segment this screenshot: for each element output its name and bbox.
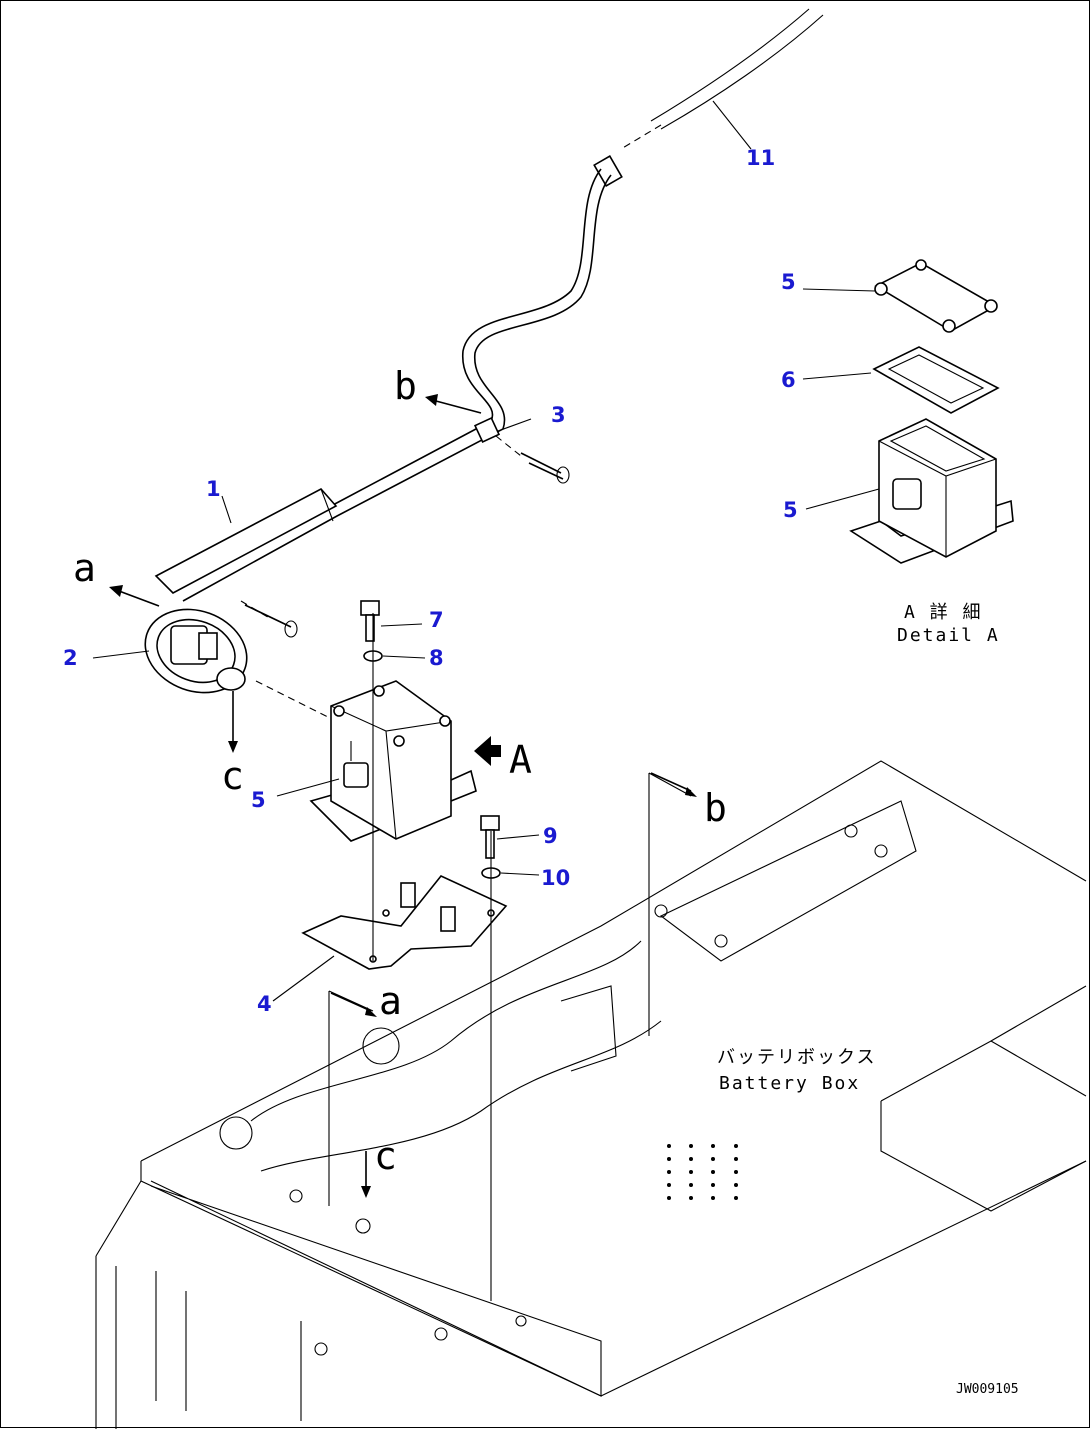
view-A: A xyxy=(509,738,532,782)
callout-8: 8 xyxy=(429,646,444,670)
vent-dots xyxy=(667,1144,738,1200)
callout-2: 2 xyxy=(63,646,78,670)
view-a-upper: a xyxy=(73,546,96,590)
switch-2 xyxy=(144,600,347,727)
callout-7: 7 xyxy=(429,608,444,632)
view-c-lower: c xyxy=(374,1134,397,1178)
bolt-7 xyxy=(360,600,380,642)
view-labels: a c b A b a c xyxy=(73,364,727,1178)
battery-box-label-en: Battery Box xyxy=(719,1073,860,1094)
bracket-4 xyxy=(301,875,508,970)
callout-6: 6 xyxy=(781,368,796,392)
callout-5-cover: 5 xyxy=(781,270,796,294)
callout-11: 11 xyxy=(746,146,775,170)
callout-labels: 1 2 3 4 5 5 5 6 7 8 9 10 11 xyxy=(63,146,798,1016)
view-b-upper: b xyxy=(394,364,417,408)
callout-5-box: 5 xyxy=(783,498,798,522)
detail-a-caption-jp: A 詳 細 xyxy=(904,602,983,623)
drawing-code: JW009105 xyxy=(956,1382,1019,1397)
callout-3: 3 xyxy=(551,403,566,427)
battery-box-chassis xyxy=(95,760,1087,1429)
detail-a-caption-en: Detail A xyxy=(897,625,1000,646)
bolt-9 xyxy=(480,815,500,859)
callout-1: 1 xyxy=(206,477,221,501)
wire-harness-11 xyxy=(593,8,824,187)
cable-1 xyxy=(154,168,612,602)
callout-10: 10 xyxy=(541,866,570,890)
leader-lines xyxy=(92,100,880,1002)
callout-9: 9 xyxy=(543,824,558,848)
view-b-lower: b xyxy=(704,786,727,830)
detail-a-view xyxy=(849,259,1014,564)
view-a-lower: a xyxy=(379,979,402,1023)
view-c-upper: c xyxy=(221,754,244,798)
battery-box-label-jp: バッテリボックス xyxy=(717,1047,876,1068)
callout-5-main: 5 xyxy=(251,788,266,812)
relay-box-5 xyxy=(309,680,477,842)
callout-4: 4 xyxy=(257,992,272,1016)
view-arrows xyxy=(109,394,697,1198)
